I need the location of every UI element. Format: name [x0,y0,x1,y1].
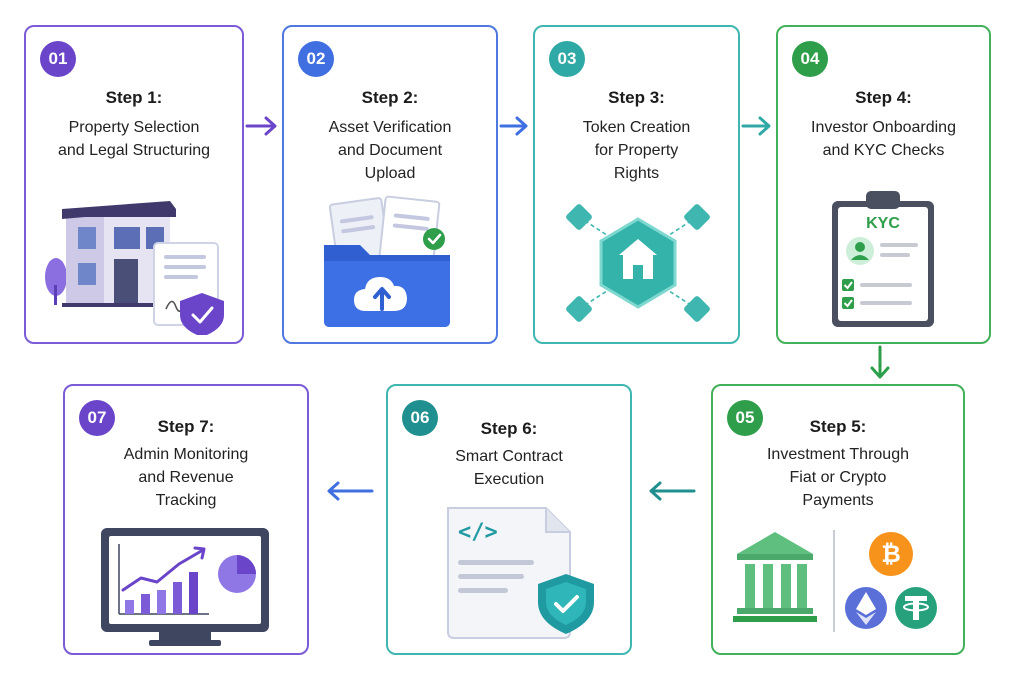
step-3-title: Step 3: [608,88,665,107]
step-4-badge: 04 [792,41,828,77]
building-with-shield-document-icon [45,201,224,335]
arrow-4-to-5 [870,345,890,379]
code-symbol: </> [458,520,498,545]
arrow-6-to-7 [327,481,374,501]
bank-and-crypto-icon: ₿ [733,530,937,632]
step-1-badge: 01 [40,41,76,77]
arrow-1-to-2 [245,116,277,136]
step-2-title: Step 2: [361,88,419,107]
kyc-label: KYC [866,215,900,232]
step-1-title: Step 1: [105,88,163,107]
step-4-title: Step 4: [855,88,912,107]
step-7-title: Step 7: [157,417,215,436]
token-network-icon [566,204,710,322]
step-7-badge: 07 [79,400,115,436]
arrow-5-to-6 [649,481,696,501]
svg-text:₿: ₿ [881,540,901,568]
kyc-clipboard-icon: KYC [828,187,938,331]
step-3-badge: 03 [549,41,585,77]
arrow-2-to-3 [499,116,528,136]
step-6-title: Step 6: [480,419,538,438]
smart-contract-shield-icon: </> [444,504,596,644]
step-6-badge: 06 [402,400,438,436]
arrow-3-to-4 [741,116,771,136]
step-5-badge: 05 [727,400,763,436]
monitor-chart-icon [101,528,269,646]
step-2-badge: 02 [298,41,334,77]
folder-upload-icon [324,195,450,327]
step-5-title: Step 5: [809,417,867,436]
